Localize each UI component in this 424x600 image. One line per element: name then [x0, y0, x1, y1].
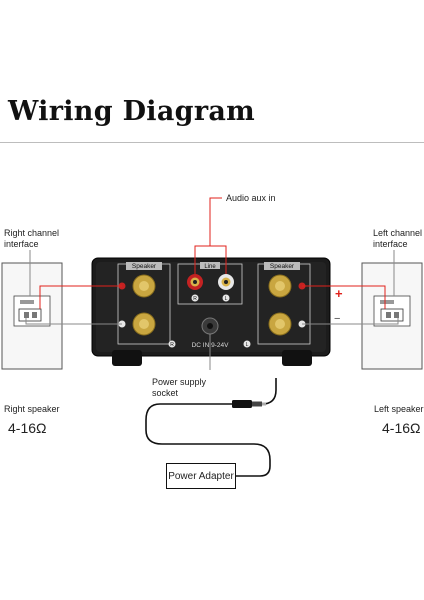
audio-aux-in-label: Audio aux in	[226, 193, 276, 203]
left-panel-speaker-label: Speaker	[132, 263, 157, 270]
right-speaker-cabinet	[1, 262, 63, 370]
right-channel-interface-line2: interface	[4, 239, 39, 249]
negative-wires	[25, 250, 399, 370]
power-adapter-label: Power Adapter	[168, 470, 234, 482]
left-channel-interface-line2: interface	[373, 239, 408, 249]
right-speaker-label: Right speaker	[4, 404, 60, 414]
left-channel-marker: L	[246, 342, 249, 348]
rca-left-marker: L	[225, 296, 228, 302]
right-channel-interface-label: Right channel interface	[4, 228, 59, 250]
right-channel-marker: R	[170, 342, 174, 348]
right-panel-speaker-label: Speaker	[270, 263, 295, 270]
rca-right-marker: R	[193, 296, 197, 302]
positive-sign: +	[335, 286, 343, 301]
diagram-title: Wiring Diagram	[8, 96, 256, 127]
right-channel-interface-line1: Right channel	[4, 228, 60, 238]
line-input-label: Line	[204, 264, 216, 270]
power-supply-socket-line1: Power supply	[152, 377, 207, 387]
negative-sign: −	[334, 313, 340, 325]
left-speaker-label: Left speaker	[374, 404, 424, 414]
power-adapter-box: Power Adapter	[166, 463, 236, 489]
positive-wires	[39, 197, 386, 309]
power-supply-socket-label: Power supply socket	[152, 377, 206, 399]
power-supply-socket-line2: socket	[152, 388, 179, 398]
left-channel-interface-label: Left channel interface	[373, 228, 422, 250]
dc-plug-icon	[232, 400, 266, 408]
right-speaker-impedance: 4-16Ω	[8, 420, 47, 436]
title-divider	[0, 142, 424, 143]
left-speaker-impedance: 4-16Ω	[382, 420, 421, 436]
amplifier-unit	[91, 257, 331, 366]
left-channel-interface-line1: Left channel	[373, 228, 423, 238]
left-speaker-cabinet	[361, 262, 423, 370]
